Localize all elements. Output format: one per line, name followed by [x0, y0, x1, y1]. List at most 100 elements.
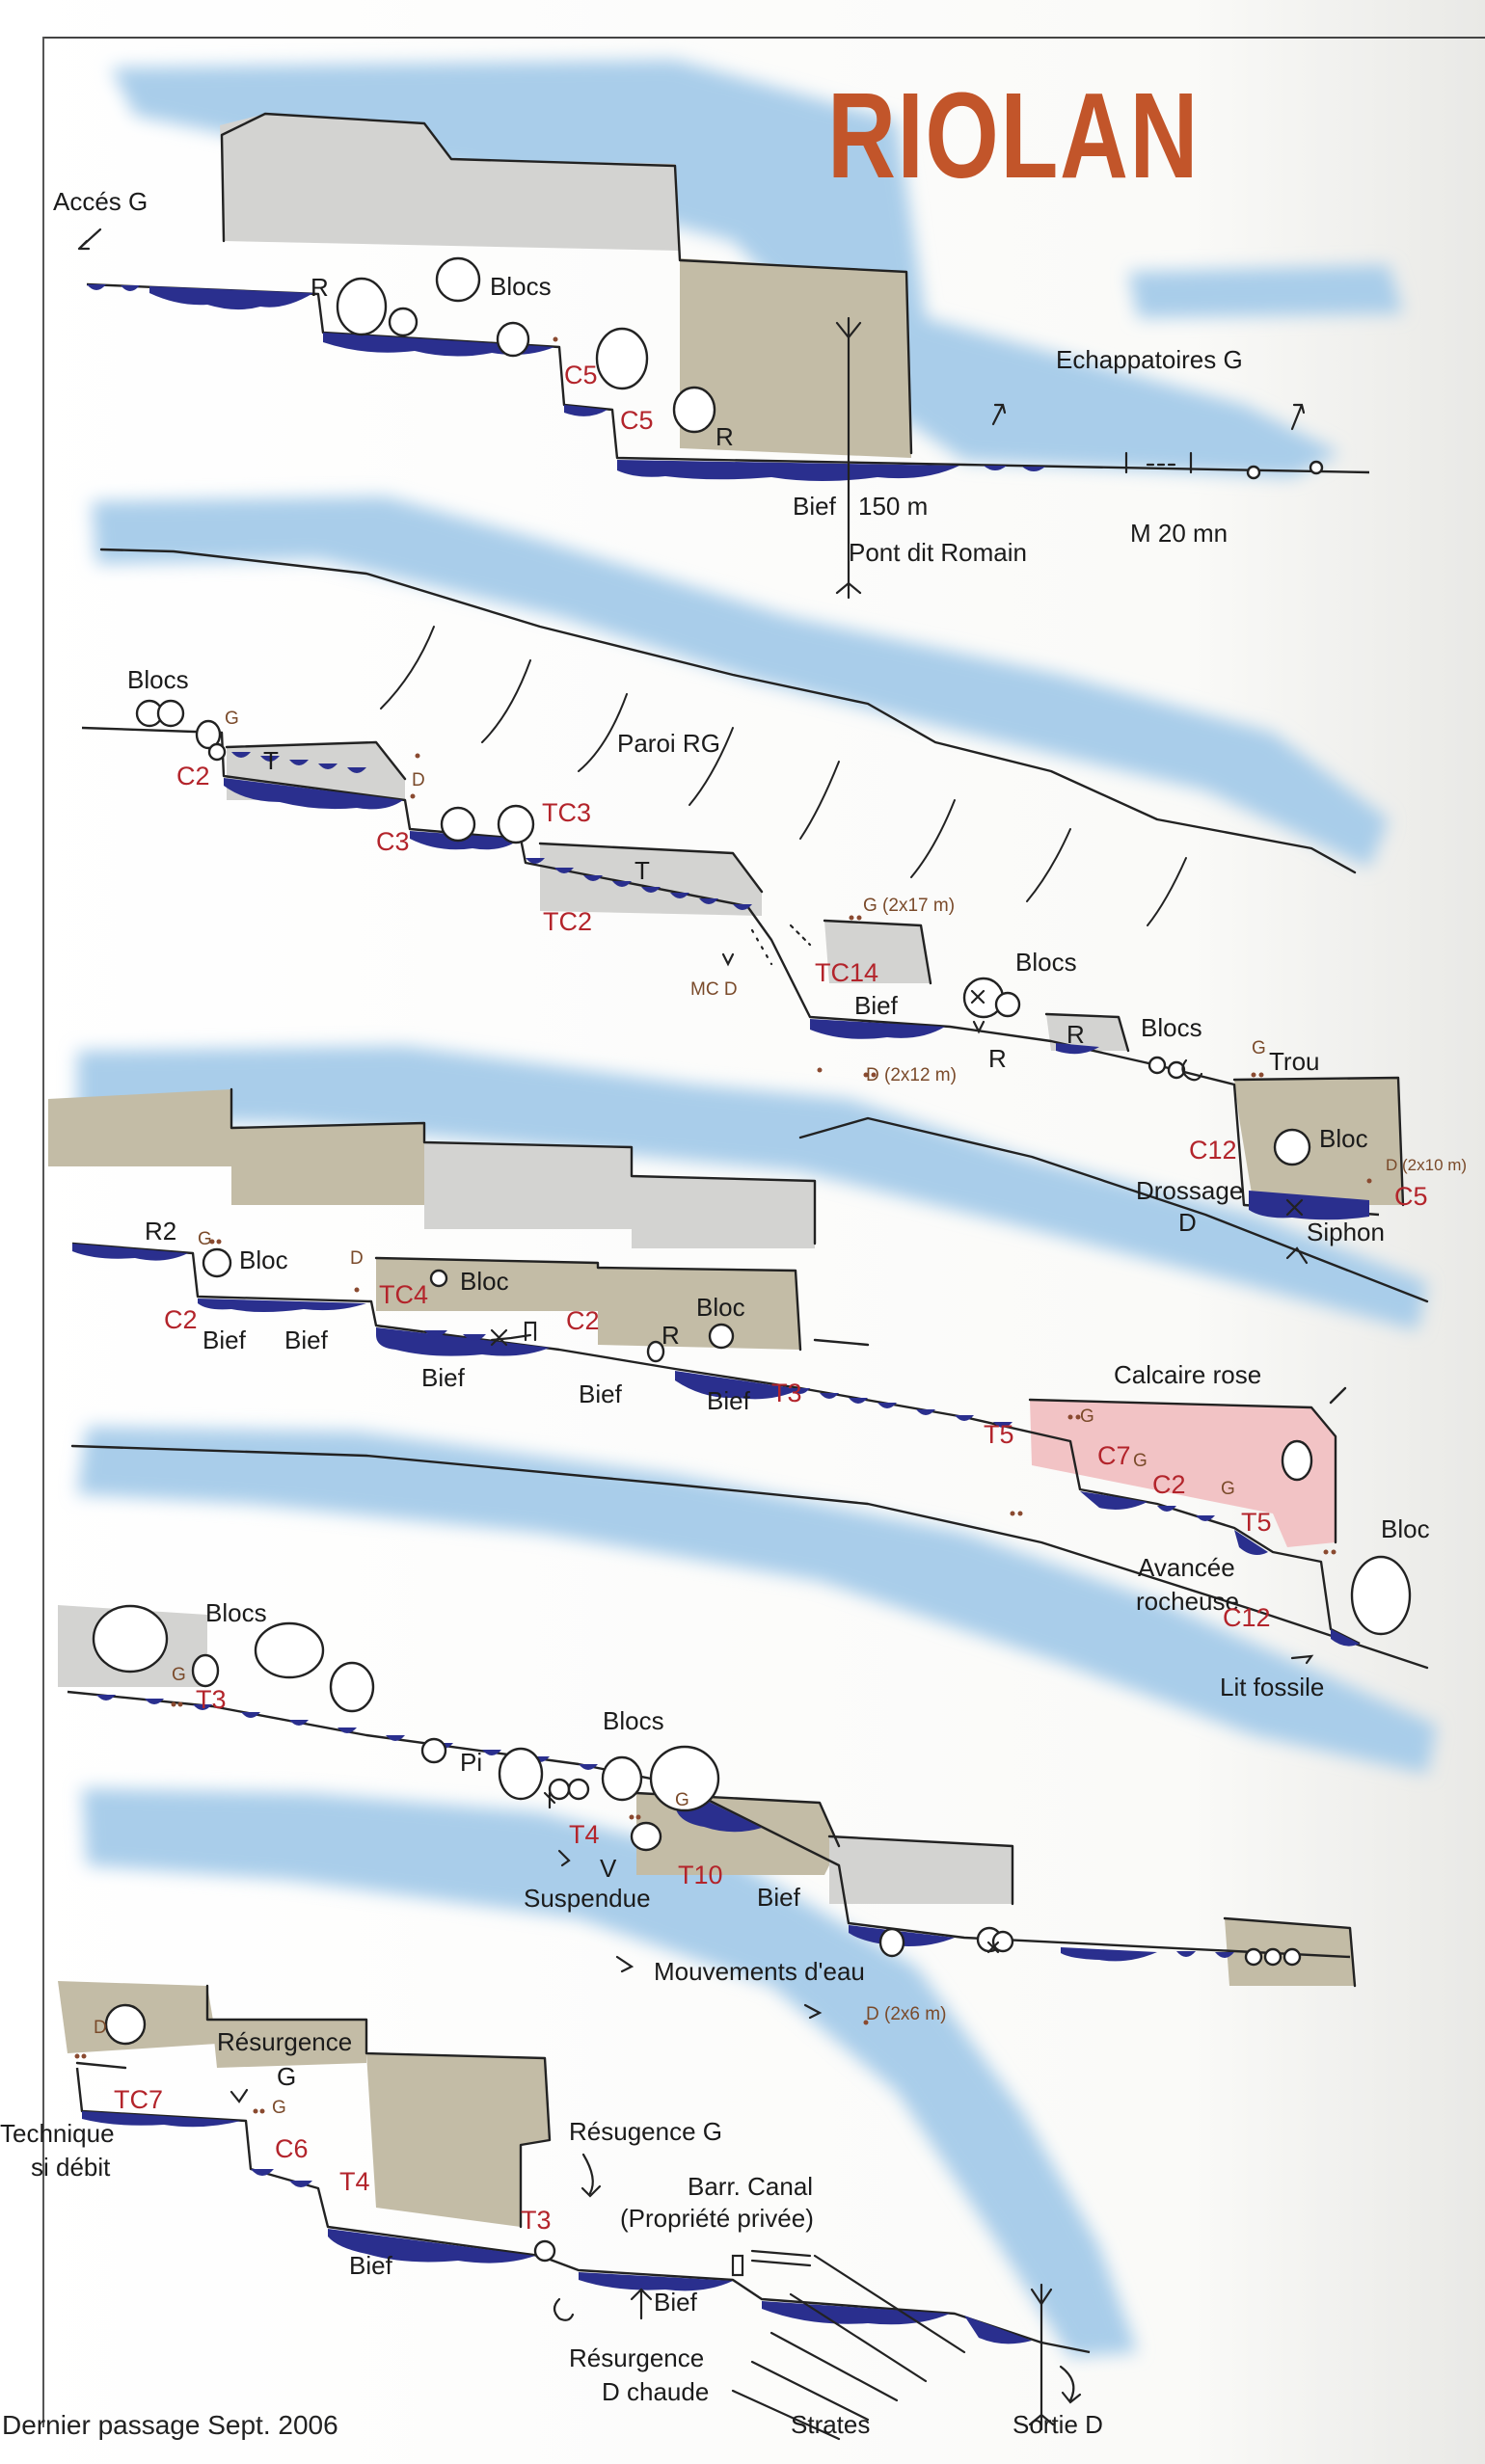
label-g: G [1252, 1038, 1266, 1058]
label-resurgence: Résurgence [217, 2027, 353, 2056]
boulders [92, 256, 1412, 2263]
label-strates: Strates [791, 2410, 871, 2439]
marks [77, 228, 1314, 2441]
label-propriete: (Propriété privée) [620, 2204, 814, 2233]
label-c2: C2 [566, 1306, 600, 1335]
label-blocs: Blocs [1141, 1013, 1202, 1042]
label-trou: Trou [1269, 1047, 1320, 1076]
label-r: R [662, 1321, 680, 1350]
label-bief: Bief [757, 1883, 800, 1912]
label-g: G [1133, 1451, 1148, 1471]
sheet-border-left [42, 37, 44, 2427]
label-bloc: Bloc [1381, 1514, 1430, 1543]
label-g: G [172, 1665, 186, 1685]
label-c12: C12 [1189, 1136, 1237, 1165]
label-drossage: Drossage [1136, 1176, 1244, 1205]
label-technique: Technique [0, 2119, 115, 2148]
label-blocs: Blocs [603, 1706, 664, 1735]
label-d: D [412, 770, 425, 790]
label-t5: T5 [1241, 1508, 1272, 1537]
label-d: D [350, 1248, 364, 1269]
label-avancee: Avancée [1138, 1553, 1235, 1582]
label-pont-romain: Pont dit Romain [849, 538, 1027, 567]
label-bloc: Bloc [239, 1245, 288, 1274]
label-m20mn: M 20 mn [1130, 519, 1228, 548]
label-tc7: TC7 [114, 2085, 164, 2114]
label-d-2x6: D (2x6 m) [866, 2004, 947, 2024]
label-t4: T4 [569, 1820, 600, 1849]
label-c5: C5 [1394, 1182, 1428, 1211]
rock-fills [48, 114, 1403, 2227]
label-t4: T4 [339, 2167, 370, 2196]
label-suspendue: Suspendue [524, 1884, 651, 1913]
label-blocs: Blocs [127, 665, 189, 694]
label-barr-canal: Barr. Canal [688, 2172, 814, 2201]
label-c2: C2 [1152, 1470, 1186, 1499]
label-c2: C2 [176, 762, 210, 790]
label-paroi-rg: Paroi RG [617, 729, 720, 758]
label-bief: Bief [707, 1386, 750, 1415]
label-d-2x10: D (2x10 m) [1386, 1156, 1468, 1174]
label-c3: C3 [376, 827, 410, 856]
label-length: 150 m [858, 492, 929, 521]
label-tc2: TC2 [543, 907, 593, 936]
label-t3: T3 [196, 1685, 227, 1714]
blue-wash-bands [77, 60, 1437, 2357]
label-r: R [988, 1044, 1007, 1073]
label-drossage-d: D [1178, 1208, 1197, 1237]
label-blocs: Blocs [205, 1598, 267, 1627]
wall-lines [70, 112, 1429, 2229]
label-c5: C5 [620, 406, 654, 435]
paroi-strokes [380, 626, 1187, 926]
label-resurgence-g: G [277, 2062, 297, 2091]
label-blocs: Blocs [1015, 948, 1077, 977]
label-si-debit: si débit [31, 2153, 111, 2182]
label-bloc: Bloc [460, 1267, 509, 1296]
label-rocheuse: rocheuse [1136, 1587, 1239, 1616]
label-bief: Bief [854, 991, 898, 1020]
label-t10: T10 [678, 1861, 723, 1889]
label-g: G [198, 1229, 212, 1249]
label-siphon: Siphon [1307, 1218, 1385, 1246]
title: RIOLAN [827, 67, 1201, 203]
label-r2: R2 [145, 1217, 177, 1245]
label-resurgence-g2: Résugence G [569, 2117, 722, 2146]
label-bief: Bief [579, 1379, 622, 1408]
label-g: G [272, 2098, 286, 2118]
label-tc4: TC4 [379, 1280, 429, 1309]
label-sortie-d: Sortie D [1012, 2410, 1103, 2439]
label-g: G [225, 709, 239, 729]
label-t3: T3 [771, 1379, 802, 1407]
label-t5: T5 [984, 1420, 1014, 1449]
label-c12: C12 [1223, 1603, 1271, 1632]
anchor-dots [74, 336, 1372, 2114]
label-c2: C2 [164, 1305, 198, 1334]
label-c5: C5 [564, 361, 598, 389]
label-t: T [634, 856, 650, 885]
label-c6: C6 [275, 2134, 309, 2163]
label-bloc: Bloc [1319, 1124, 1368, 1153]
label-d-chaude: D chaude [602, 2377, 710, 2406]
label-bief: Bief [654, 2288, 697, 2317]
label-blocs: Blocs [490, 272, 552, 301]
label-pi: Pi [460, 1748, 483, 1777]
label-r: R [310, 273, 329, 302]
label-bief: Bief [349, 2251, 392, 2280]
label-bief: Bief [284, 1326, 328, 1354]
label-t: T [263, 746, 279, 775]
label-bief: Bief [202, 1326, 246, 1354]
label-mouvements: Mouvements d'eau [654, 1957, 865, 1986]
label-g: G [1080, 1406, 1094, 1427]
label-bief: Bief [421, 1363, 465, 1392]
label-tc3: TC3 [542, 798, 592, 827]
label-g: G [675, 1790, 689, 1810]
label-d: D [94, 2018, 107, 2038]
label-g-2x17: G (2x17 m) [863, 896, 956, 916]
label-t3: T3 [521, 2206, 552, 2235]
label-bloc: Bloc [696, 1293, 745, 1322]
label-echappatoires: Echappatoires G [1056, 345, 1243, 374]
label-d-2x12: D (2x12 m) [866, 1065, 957, 1085]
label-resurgence-d: Résurgence [569, 2343, 705, 2372]
footer-date: Dernier passage Sept. 2006 [2, 2410, 338, 2440]
